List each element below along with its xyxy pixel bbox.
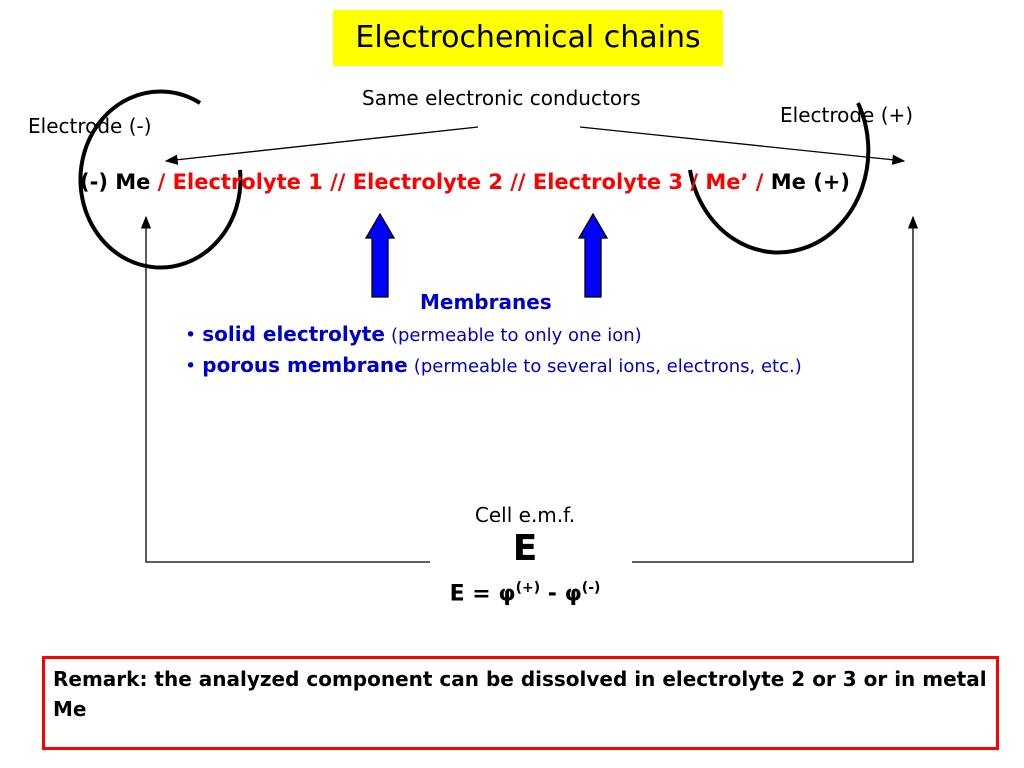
chain-left-metal: (-) Me: [80, 170, 151, 194]
chain-electrolytes: / Electrolyte 1 // Electrolyte 2 // Elec…: [150, 170, 771, 194]
conductor-arrow-left: [164, 126, 479, 165]
phi-sup-neg: (-): [581, 580, 601, 596]
same-conductors-label: Same electronic conductors: [362, 86, 641, 110]
electrode-pos-circle: [688, 102, 871, 255]
membrane-arrow-2: [577, 212, 609, 298]
chain-right-metal: Me (+): [770, 170, 850, 194]
phi-sup-pos: (+): [515, 580, 541, 596]
electrode-neg-label: Electrode (-): [28, 114, 152, 138]
electrode-pos-label: Electrode (+): [780, 103, 914, 127]
membrane-item-porous: • porous membrane (permeable to several …: [185, 353, 802, 377]
formula-lhs: E =: [449, 581, 499, 607]
formula-minus: -: [540, 581, 565, 607]
membranes-heading: Membranes: [420, 290, 552, 314]
conductor-arrow-right: [579, 126, 906, 165]
emf-symbol: E: [512, 528, 538, 569]
membrane-item-head: solid electrolyte: [202, 322, 385, 346]
circuit-line-right: [632, 215, 919, 563]
emf-formula: E = φ(+) - φ(-): [430, 580, 620, 606]
phi-symbol: φ: [564, 581, 582, 607]
remark-box: Remark: the analyzed component can be di…: [42, 656, 999, 750]
circuit-line-left: [140, 215, 430, 563]
electrochemical-chain: (-) Me / Electrolyte 1 // Electrolyte 2 …: [80, 170, 850, 194]
membrane-item-head: porous membrane: [202, 353, 408, 377]
phi-symbol: φ: [498, 581, 516, 607]
membrane-item-solid: • solid electrolyte (permeable to only o…: [185, 322, 642, 346]
emf-label: Cell e.m.f.: [474, 503, 576, 527]
membrane-arrow-1: [364, 212, 396, 298]
slide-title: Electrochemical chains: [333, 10, 723, 66]
membrane-item-desc: (permeable to several ions, electrons, e…: [413, 356, 802, 377]
electrode-neg-circle: [78, 89, 243, 270]
membrane-item-desc: (permeable to only one ion): [390, 325, 642, 346]
